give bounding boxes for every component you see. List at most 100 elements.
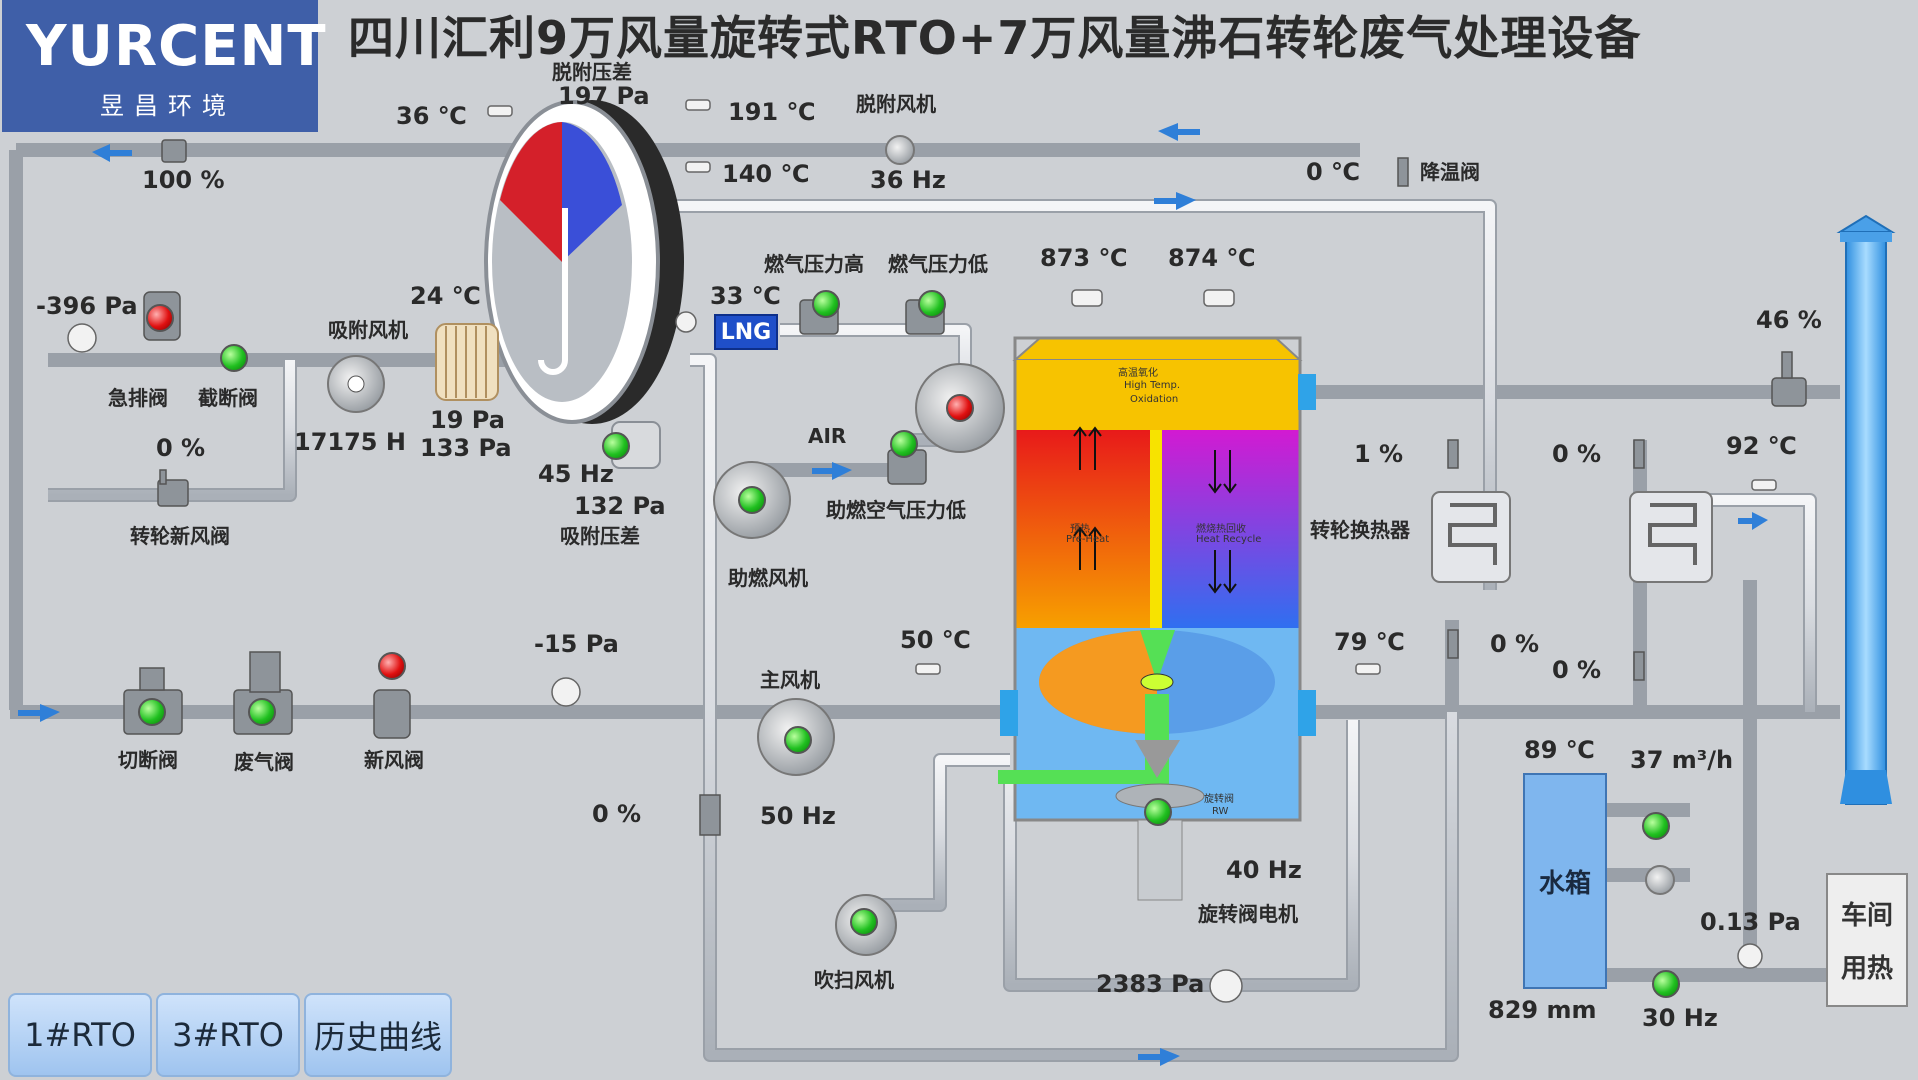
zone-preheat-cn: 预热 <box>1070 524 1090 535</box>
temp-0: 0 ℃ <box>1306 158 1361 186</box>
temp-140: 140 ℃ <box>722 160 810 188</box>
purge-fan-status-led[interactable] <box>850 908 878 936</box>
zone-recycle-en: Heat Recycle <box>1196 534 1262 545</box>
combustion-air-status-led[interactable] <box>890 430 918 458</box>
gas-pressure-high-label: 燃气压力高 <box>764 252 864 276</box>
circulation-pump-status-led[interactable] <box>1642 812 1670 840</box>
fresh-valve-status-led[interactable] <box>378 652 406 680</box>
desorb-fan-hz: 36 Hz <box>870 166 946 194</box>
workshop-label-2: 用热 <box>1840 954 1893 984</box>
waste-valve-status-led[interactable] <box>248 698 276 726</box>
water-tank: 水箱 <box>1523 773 1607 989</box>
cut-valve-label: 切断阀 <box>118 748 178 772</box>
temp-79: 79 ℃ <box>1334 628 1405 656</box>
desorb-fan-label: 脱附风机 <box>856 92 936 116</box>
filter <box>435 323 499 401</box>
zone-rw-en: RW <box>1212 806 1229 817</box>
rto-chamber <box>998 336 1316 901</box>
temp-36: 36 ℃ <box>396 102 467 130</box>
emergency-valve-status-led[interactable] <box>146 304 174 332</box>
cooling-valve-label: 降温阀 <box>1420 160 1480 184</box>
heat-exchangers <box>1431 491 1713 583</box>
logo-brand-text: YURCENT <box>26 14 327 79</box>
temp-24: 24 ℃ <box>410 282 481 310</box>
desorb-dp-label: 脱附压差 <box>552 60 632 84</box>
main-fan-hz: 50 Hz <box>760 802 836 830</box>
nav-history-button[interactable]: 历史曲线 <box>304 993 452 1077</box>
adsorb-dp-value: 132 Pa <box>574 492 666 520</box>
temp-33: 33 ℃ <box>710 282 781 310</box>
cut-valve-status-led[interactable] <box>138 698 166 726</box>
pct-0-mid: 0 % <box>1490 630 1540 658</box>
gas-low-status-led[interactable] <box>918 290 946 318</box>
combustion-fan-status-led[interactable] <box>738 486 766 514</box>
supply-pump-status-led[interactable] <box>1652 970 1680 998</box>
rotary-motor-label: 旋转阀电机 <box>1198 902 1298 926</box>
pct-0-hx: 0 % <box>1552 440 1602 468</box>
pressure-2383: 2383 Pa <box>1096 970 1205 998</box>
workshop-heat: 车间 用热 <box>1826 873 1908 1007</box>
nav-rto1-button[interactable]: 1#RTO <box>8 993 152 1077</box>
zone-oxidation-en1: High Temp. <box>1124 380 1180 391</box>
valves <box>123 139 1807 836</box>
zeolite-rotor <box>484 100 684 469</box>
burner-fan-status-led[interactable] <box>946 394 974 422</box>
adsorb-fan-label: 吸附风机 <box>328 318 408 342</box>
pressure-013: 0.13 Pa <box>1700 908 1801 936</box>
main-fan-status-led[interactable] <box>784 726 812 754</box>
rotary-motor-status-led[interactable] <box>1144 798 1172 826</box>
temp-874: 874 ℃ <box>1168 244 1256 272</box>
pct-0-right: 0 % <box>1552 656 1602 684</box>
fresh-valve-label: 新风阀 <box>364 748 424 772</box>
workshop-label-1: 车间 <box>1840 901 1893 931</box>
pressure-133: 133 Pa <box>420 434 512 462</box>
pct-0-bypass: 0 % <box>592 800 642 828</box>
combustion-air-low-label: 助燃空气压力低 <box>826 498 966 522</box>
zone-oxidation-en2: Oxidation <box>1130 394 1179 405</box>
pct-0-wheel-fresh: 0 % <box>156 434 206 462</box>
adsorb-dp-label: 吸附压差 <box>560 524 640 548</box>
emergency-valve-label: 急排阀 <box>108 386 168 410</box>
pct-46: 46 % <box>1756 306 1822 334</box>
page-title: 四川汇利9万风量旋转式RTO+7万风量沸石转轮废气处理设备 <box>348 11 1642 65</box>
temp-873: 873 ℃ <box>1040 244 1128 272</box>
nav-rto3-button[interactable]: 3#RTO <box>156 993 300 1077</box>
shutoff-valve-label: 截断阀 <box>198 386 258 410</box>
logo-subtitle: 昱昌环境 <box>100 92 236 120</box>
zone-rw-cn: 旋转阀 <box>1204 794 1234 805</box>
combustion-fan-label: 助燃风机 <box>728 566 808 590</box>
flow-arrows <box>18 123 1768 1066</box>
lng-label: LNG <box>714 314 778 350</box>
pct-1: 1 % <box>1354 440 1404 468</box>
temp-92: 92 ℃ <box>1726 432 1797 460</box>
desorb-dp-value: 197 Pa <box>558 82 650 110</box>
zone-oxidation-cn: 高温氧化 <box>1118 368 1158 379</box>
pct-100: 100 % <box>142 166 225 194</box>
shutoff-valve-status-led[interactable] <box>220 344 248 372</box>
pump-hz: 30 Hz <box>1642 1004 1718 1032</box>
temp-50: 50 ℃ <box>900 626 971 654</box>
adsorb-fan-status-led[interactable] <box>602 432 630 460</box>
zone-preheat-en: Pre-Heat <box>1066 534 1110 545</box>
wheel-fresh-valve-label: 转轮新风阀 <box>130 524 230 548</box>
gas-pressure-low-label: 燃气压力低 <box>888 252 988 276</box>
temp-89: 89 ℃ <box>1524 736 1595 764</box>
pressure-19: 19 Pa <box>430 406 505 434</box>
instruments <box>67 99 1777 1003</box>
gas-high-status-led[interactable] <box>812 290 840 318</box>
adsorb-fan-hz: 45 Hz <box>538 460 614 488</box>
wheel-hx-label: 转轮换热器 <box>1310 518 1410 542</box>
main-fan-label: 主风机 <box>760 668 820 692</box>
water-flow: 37 m³/h <box>1630 746 1734 774</box>
chimney <box>1836 214 1896 805</box>
zone-recycle-cn: 燃烧热回收 <box>1196 524 1246 535</box>
pressure-neg396: -396 Pa <box>36 292 138 320</box>
temp-191: 191 ℃ <box>728 98 816 126</box>
waste-valve-label: 废气阀 <box>234 750 294 774</box>
run-hours: 17175 H <box>294 428 406 456</box>
pressure-neg15: -15 Pa <box>534 630 619 658</box>
purge-fan-label: 吹扫风机 <box>814 968 894 992</box>
yurcent-logo: YURCENT 昱昌环境 <box>2 0 326 132</box>
